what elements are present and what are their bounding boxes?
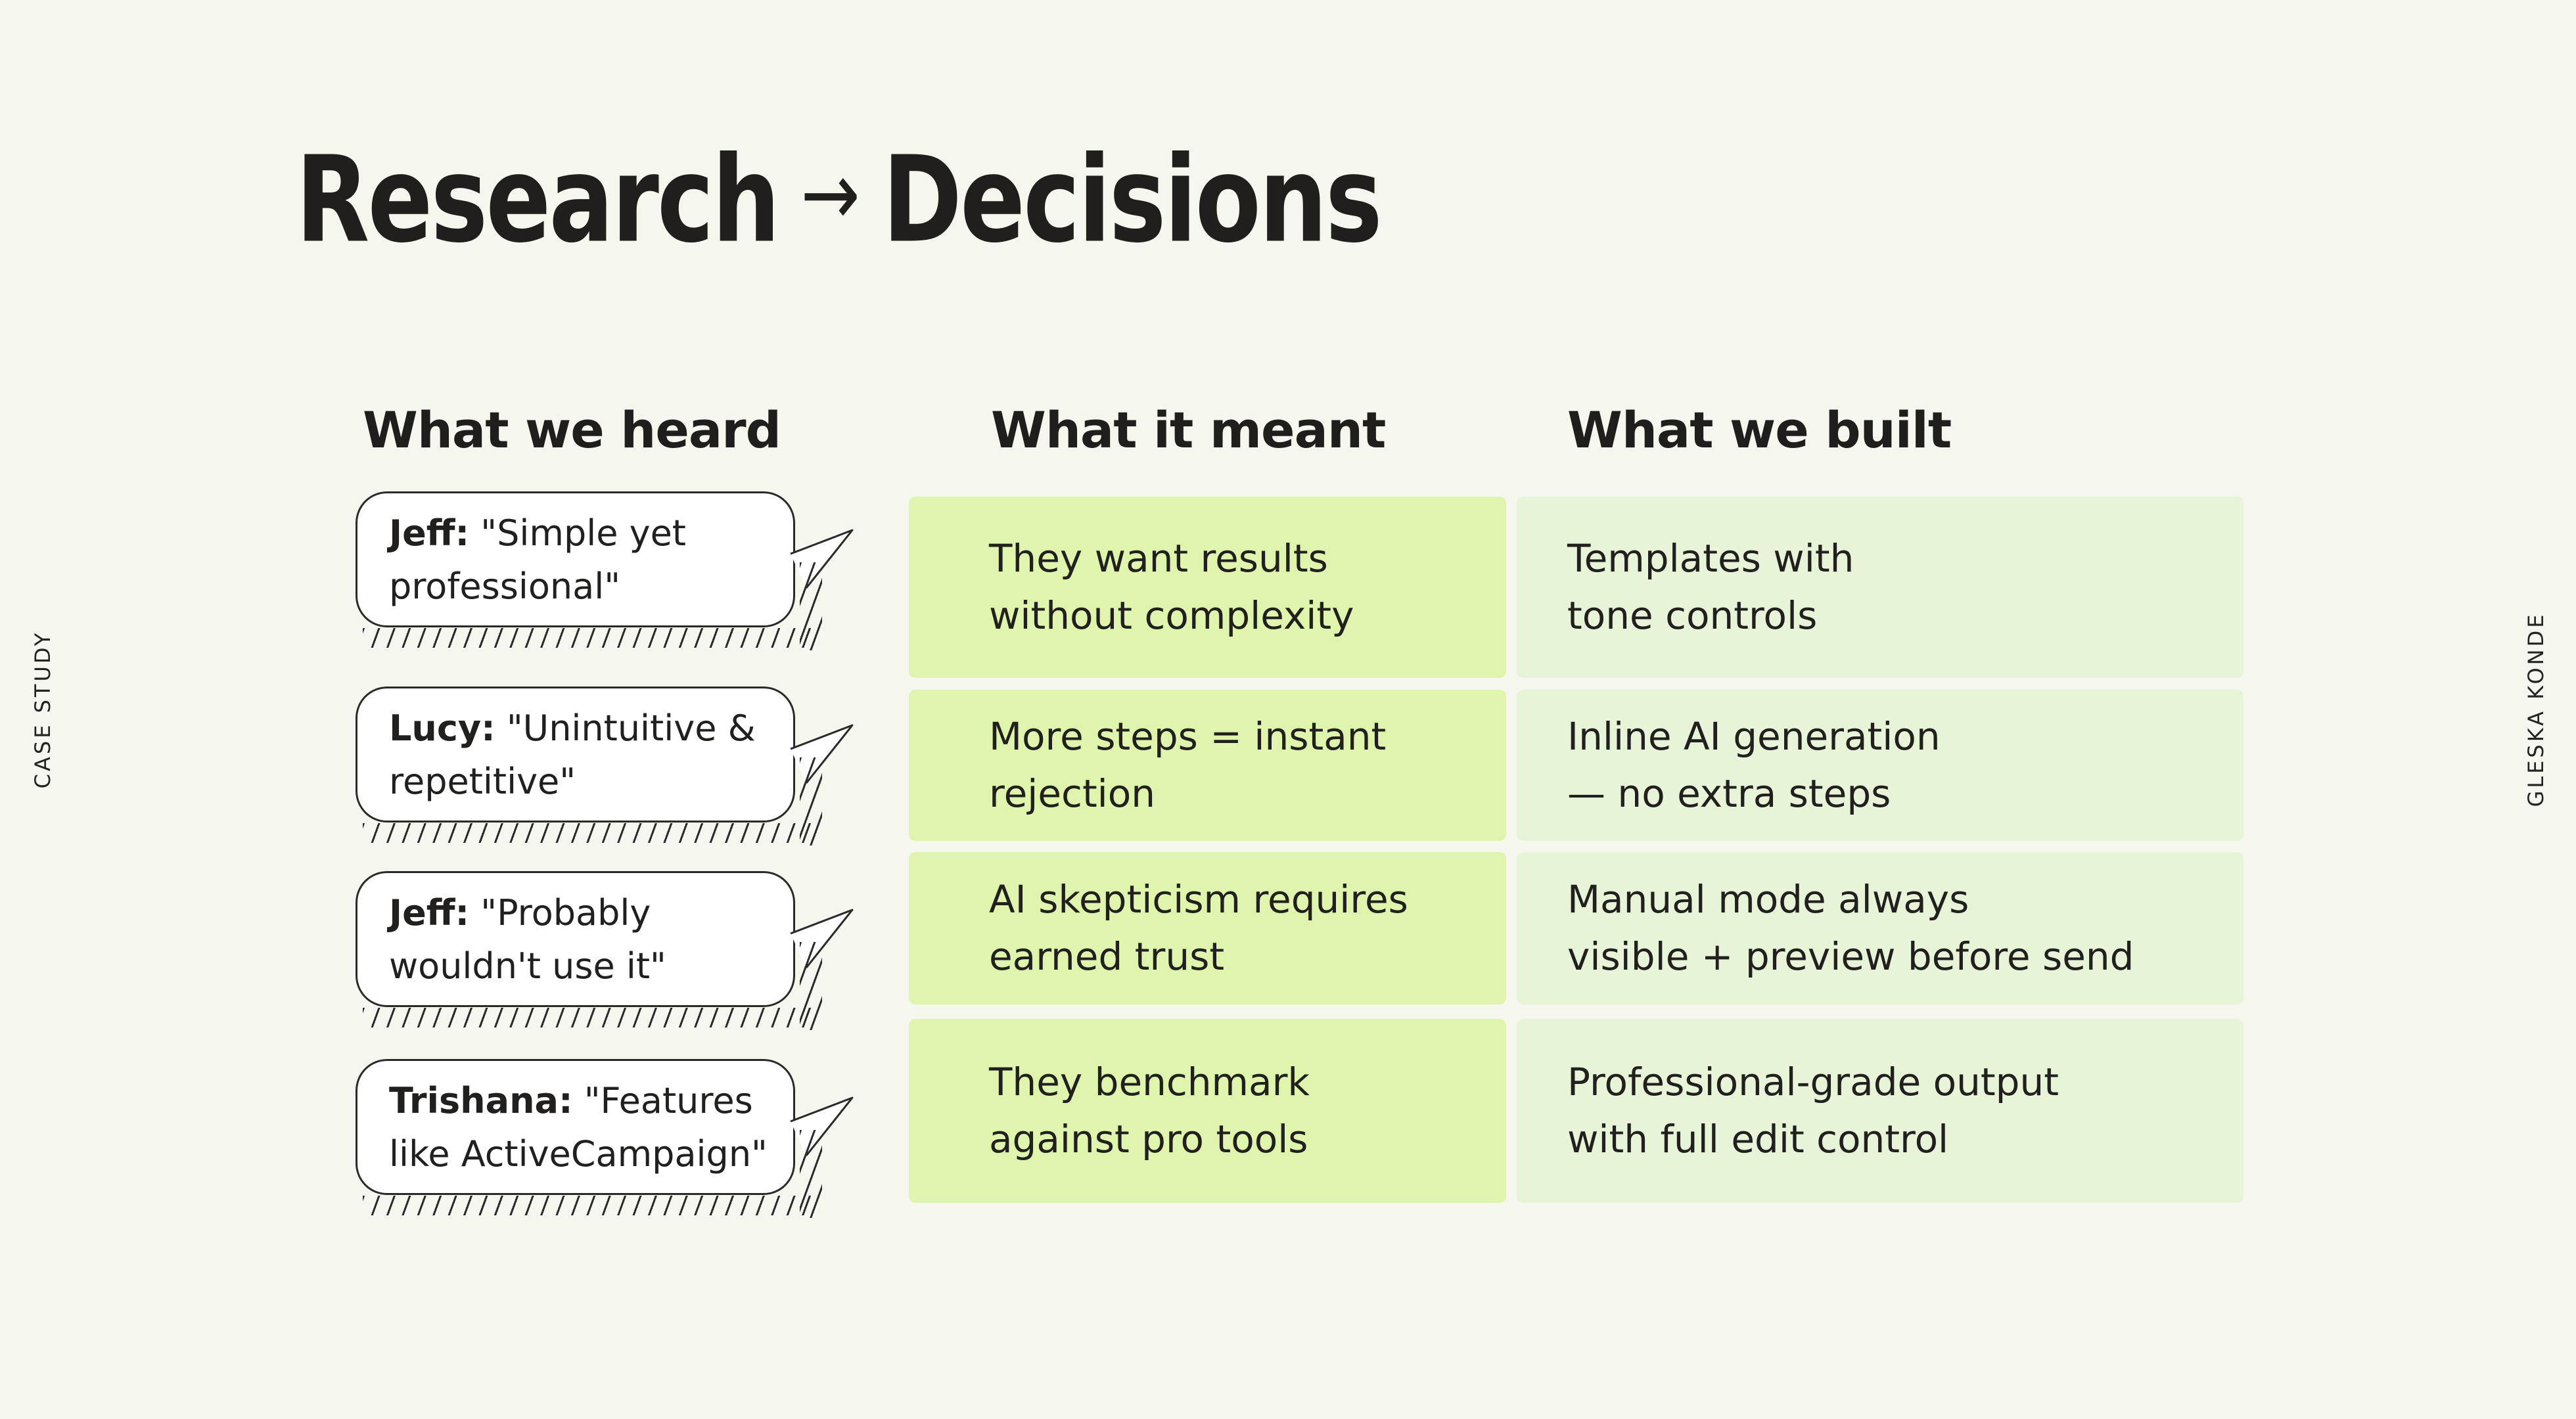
built-text-row3: Manual mode always visible + preview bef… — [1567, 877, 2134, 979]
quote-text-row2: "Unintuitive & repetitive" — [389, 707, 756, 802]
quote-row1: Jeff: "Simple yet professional" — [389, 507, 686, 613]
speech-bubble-row3: Jeff: "Probably wouldn't use it" — [356, 871, 854, 1030]
title-word-research: Research — [296, 131, 780, 269]
quote-text-row1: "Simple yet professional" — [389, 512, 686, 607]
title-word-decisions: Decisions — [882, 131, 1383, 269]
speaker-name-row4: Trishana: — [389, 1079, 573, 1121]
built-text-row2: Inline AI generation — no extra steps — [1567, 714, 1941, 816]
built-box-row3: Manual mode always visible + preview bef… — [1517, 852, 2243, 1004]
quote-row4: Trishana: "Features like ActiveCampaign" — [389, 1074, 768, 1181]
quote-text-row3: "Probably wouldn't use it" — [389, 891, 666, 987]
quote-text-row4: "Features like ActiveCampaign" — [389, 1079, 768, 1175]
right-arrow-icon: → — [800, 143, 860, 246]
speaker-name-row1: Jeff: — [389, 512, 470, 554]
side-label-case-study: CASE STUDY — [30, 630, 55, 789]
quote-row3: Jeff: "Probably wouldn't use it" — [389, 886, 666, 993]
column-header-what-it-meant: What it meant — [991, 401, 1386, 459]
built-text-row4: Professional-grade output with full edit… — [1567, 1060, 2059, 1161]
bubble-tail-icon — [790, 909, 854, 968]
bubble-tail-icon — [790, 1096, 854, 1156]
meant-box-row3: AI skepticism requires earned trust — [909, 852, 1506, 1004]
speech-bubble-row4: Trishana: "Features like ActiveCampaign" — [356, 1059, 854, 1218]
bubble-tail-icon — [790, 529, 854, 589]
quote-row2: Lucy: "Unintuitive & repetitive" — [389, 702, 756, 808]
speaker-name-row2: Lucy: — [389, 707, 495, 749]
meant-box-row4: They benchmark against pro tools — [909, 1019, 1506, 1203]
speaker-name-row3: Jeff: — [389, 891, 470, 934]
column-header-what-we-heard: What we heard — [363, 401, 781, 459]
page-title: Research → Decisions — [296, 131, 1383, 269]
built-box-row2: Inline AI generation — no extra steps — [1517, 690, 2243, 841]
meant-text-row1: They want results without complexity — [989, 536, 1354, 638]
column-header-what-we-built: What we built — [1567, 401, 1952, 459]
meant-text-row4: They benchmark against pro tools — [989, 1060, 1310, 1161]
bubble-tail-icon — [790, 724, 854, 784]
side-label-author: GLESKA KONDE — [2523, 612, 2548, 807]
meant-text-row3: AI skepticism requires earned trust — [989, 877, 1408, 979]
meant-box-row1: They want results without complexity — [909, 497, 1506, 678]
built-box-row4: Professional-grade output with full edit… — [1517, 1019, 2243, 1203]
speech-bubble-row1: Jeff: "Simple yet professional" — [356, 491, 854, 650]
built-text-row1: Templates with tone controls — [1567, 536, 1854, 638]
built-box-row1: Templates with tone controls — [1517, 497, 2243, 678]
meant-text-row2: More steps = instant rejection — [989, 714, 1387, 816]
meant-box-row2: More steps = instant rejection — [909, 690, 1506, 841]
speech-bubble-row2: Lucy: "Unintuitive & repetitive" — [356, 687, 854, 845]
